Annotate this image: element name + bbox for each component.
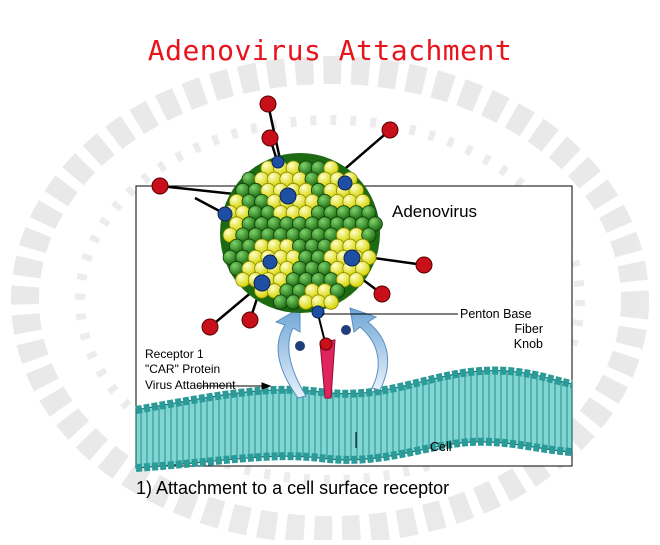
penton-base (271, 155, 285, 169)
fiber-knob (415, 256, 433, 274)
penton-base (311, 305, 325, 319)
receptor-label-1: Receptor 1 (145, 347, 204, 361)
fiber-knob (381, 121, 399, 139)
penton-bases (217, 155, 361, 319)
cell-membrane (135, 366, 573, 472)
virus-capsid (217, 153, 383, 319)
penton-base (343, 249, 361, 267)
penton-base-label: Penton Base (460, 307, 532, 321)
cell-label: Cell (430, 440, 452, 454)
hexon-yellow (323, 294, 339, 310)
hexon-yellow (348, 272, 364, 288)
receptor-label-2: "CAR" Protein (145, 362, 220, 376)
penton-base (253, 274, 271, 292)
leader-lines (197, 313, 458, 448)
fiber-label: Fiber (515, 322, 543, 336)
fiber-knob (241, 311, 259, 329)
fiber-knobs (151, 95, 433, 336)
penton-base (279, 187, 297, 205)
virus-label: Adenovirus (392, 202, 477, 221)
slide-title: Adenovirus Attachment (147, 34, 513, 67)
knob-label: Knob (514, 337, 543, 351)
fiber-knob (201, 318, 219, 336)
fiber-knob-approaching (295, 317, 351, 351)
fiber-knob (259, 95, 277, 113)
diagram-caption: 1) Attachment to a cell surface receptor (136, 478, 449, 498)
car-receptor (319, 337, 336, 399)
penton-base (337, 175, 353, 191)
fiber-knob (373, 285, 391, 303)
penton-base (217, 206, 233, 222)
fiber-knob (261, 129, 279, 147)
receptor-label-3: Virus Attachment (145, 378, 236, 392)
attachment-arrow-right (349, 307, 389, 391)
fiber-knob (151, 177, 169, 195)
background-watermark (11, 56, 649, 544)
penton-base (262, 254, 278, 270)
